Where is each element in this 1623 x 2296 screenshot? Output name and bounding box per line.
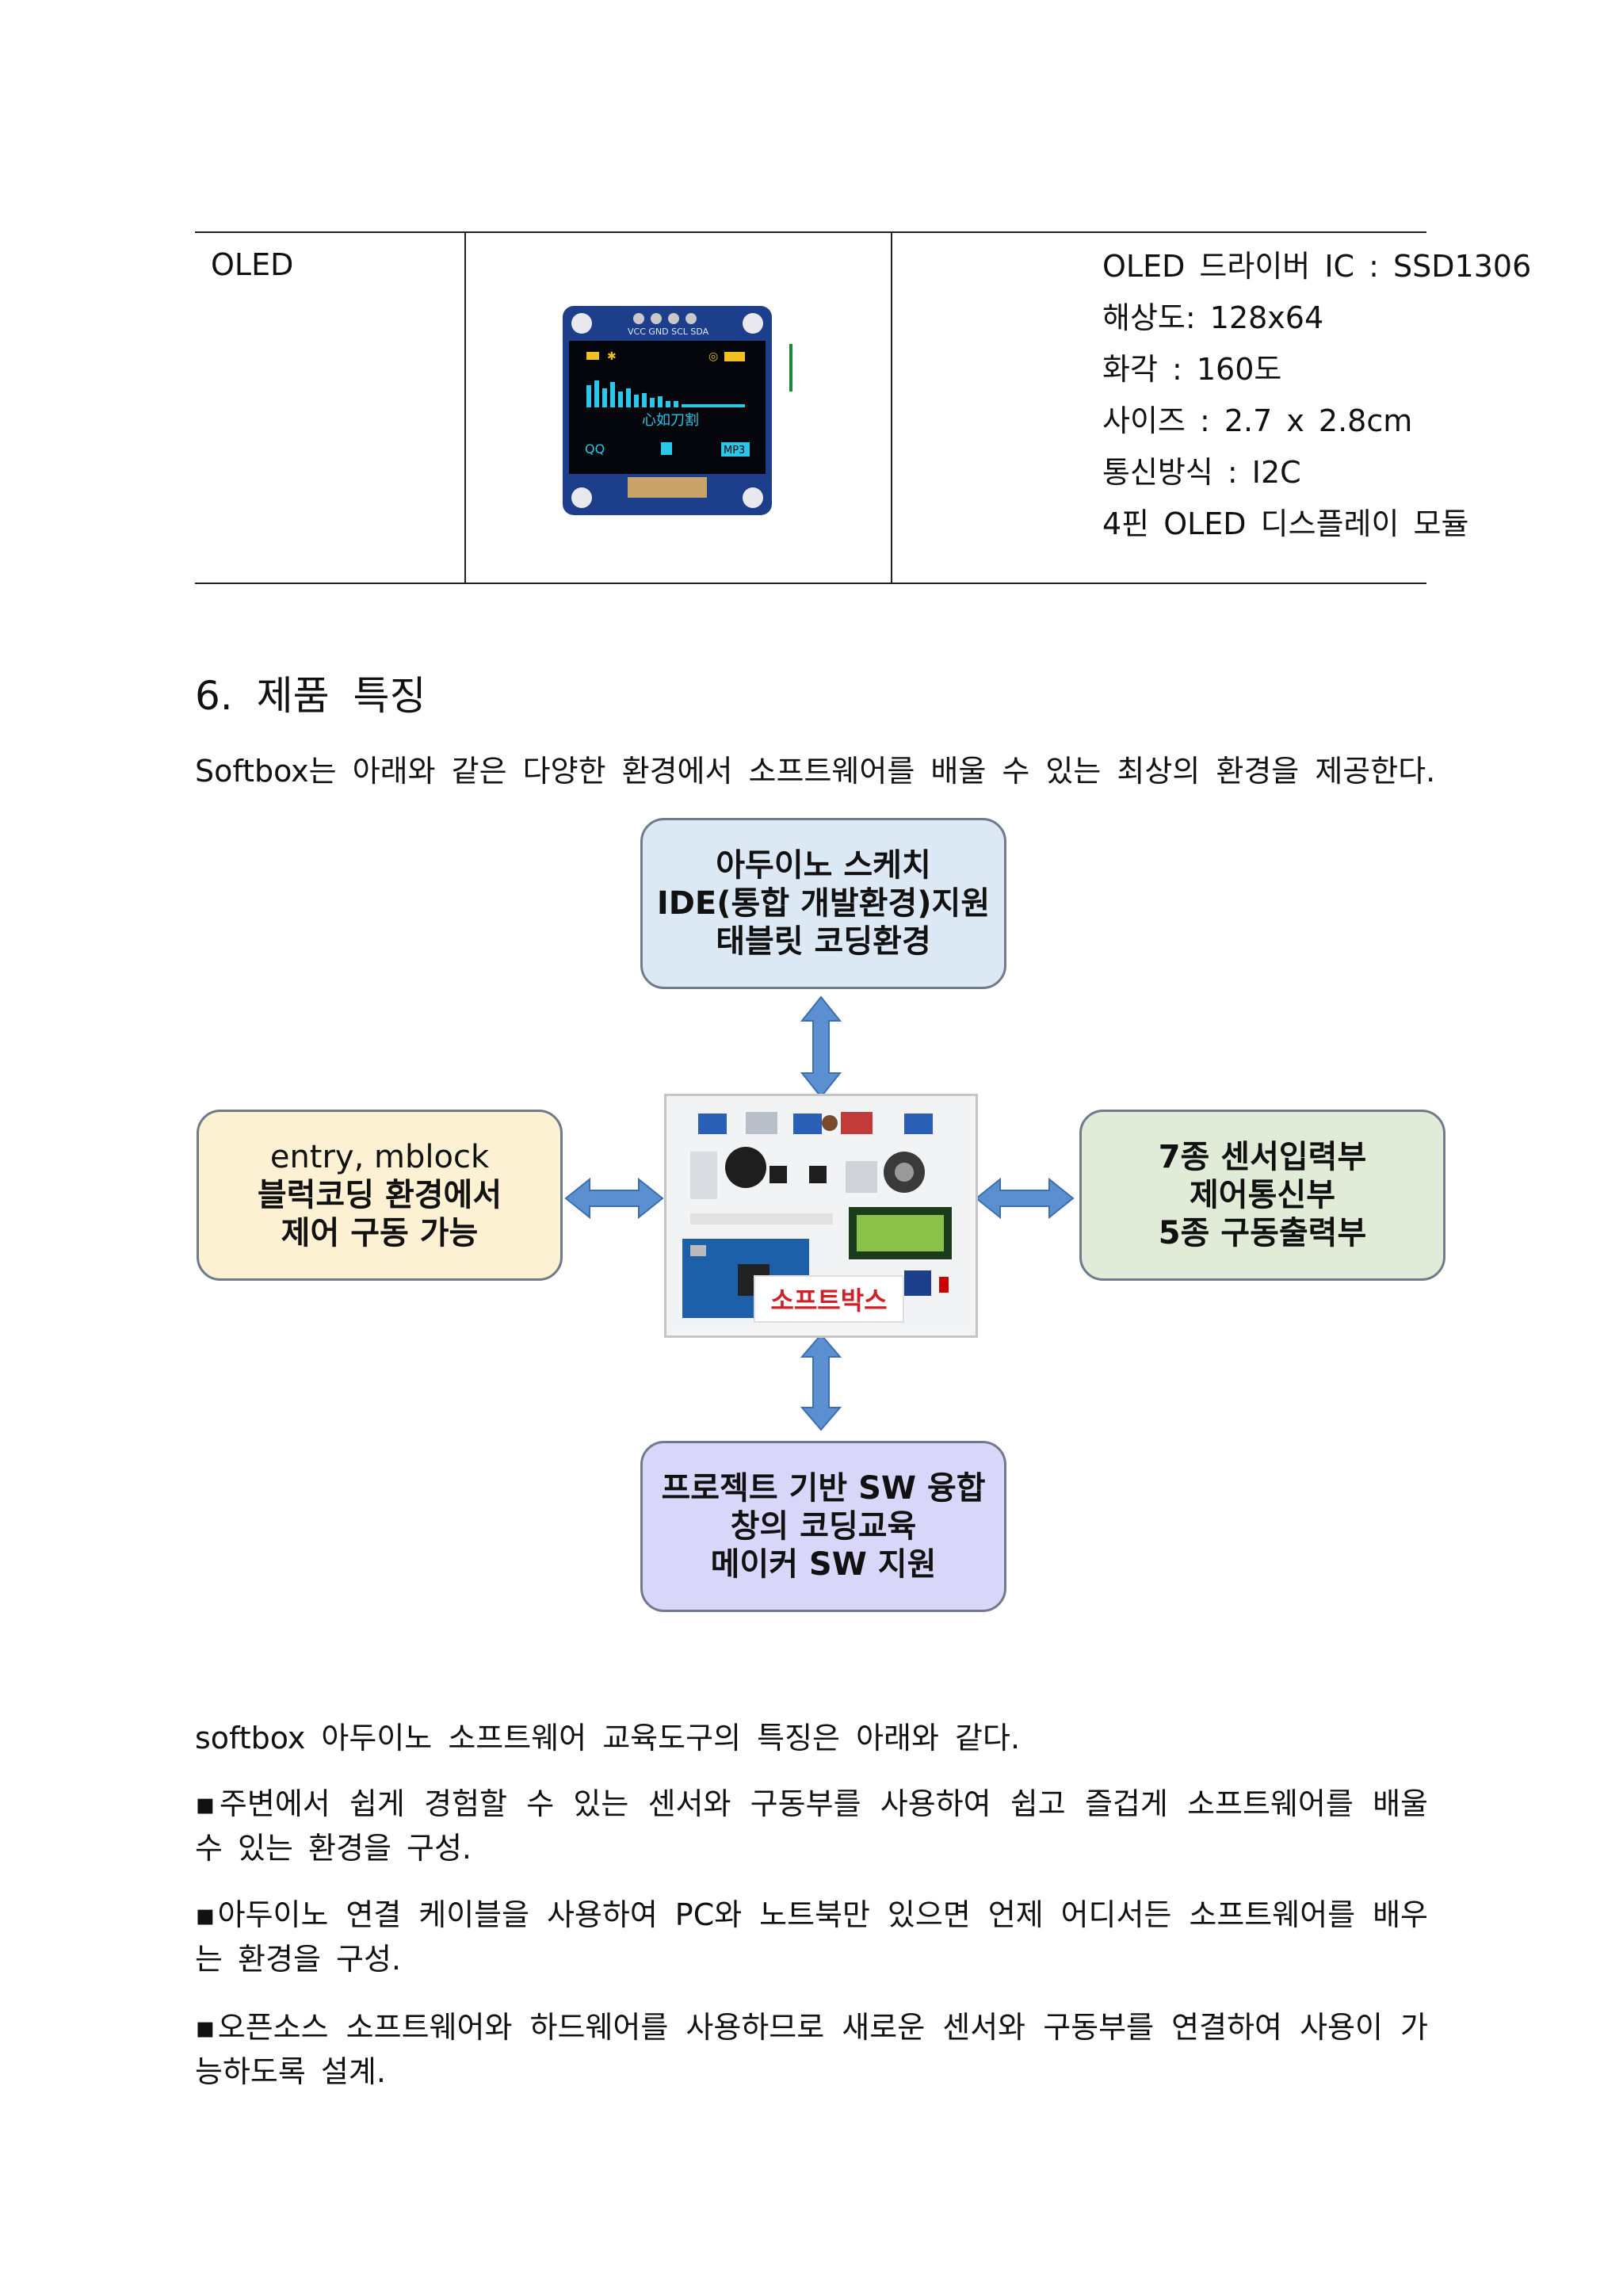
spec-driver-ic: OLED 드라이버 IC : SSD1306	[1102, 249, 1532, 284]
spec-list: OLED 드라이버 IC : SSD1306 해상도: 128x64 화각 : …	[1102, 247, 1531, 556]
oled-module-image: VCC GND SCL SDA ✱ ◎ 心如刀割 QQ MP3	[563, 306, 792, 515]
box-line: 태블릿 코딩환경	[716, 923, 931, 960]
section-heading: 6. 제품 특징	[195, 673, 426, 719]
table-divider	[464, 233, 466, 583]
spec-table: OLED VCC GND SCL SDA ✱ ◎	[195, 231, 1531, 584]
board-label: 소프트박스	[770, 1286, 888, 1316]
spec-resolution: 해상도: 128x64	[1102, 300, 1324, 335]
feature-bullet-3: ▪오픈소스 소프트웨어와 하드웨어를 사용하므로 새로운 센서와 구동부를 연결…	[195, 2005, 1428, 2094]
pin-labels: VCC GND SCL SDA	[628, 327, 709, 337]
softbox-board-image: 소프트박스	[664, 1094, 978, 1338]
arrow-up-down-top	[800, 995, 842, 1098]
spec-view-angle: 화각 : 160도	[1102, 352, 1282, 387]
screen-song-title: 心如刀割	[642, 412, 699, 429]
spec-module-type: 4핀 OLED 디스플레이 모듈	[1102, 506, 1469, 541]
section-intro: Softbox는 아래와 같은 다양한 환경에서 소프트웨어를 배울 수 있는 …	[195, 754, 1436, 789]
diagram-box-project-education: 프로젝트 기반 SW 융합 창의 코딩교육 메이커 SW 지원	[640, 1441, 1006, 1612]
box-line: 제어 구동 가능	[281, 1215, 479, 1251]
bullet-line: 능하도록 설계.	[195, 2054, 386, 2089]
arrow-left-right-right	[975, 1177, 1075, 1220]
box-line: 메이커 SW 지원	[710, 1546, 937, 1583]
spec-interface: 통신방식 : I2C	[1102, 455, 1301, 490]
features-intro: softbox 아두이노 소프트웨어 교육도구의 특징은 아래와 같다.	[195, 1721, 1021, 1755]
diagram-box-arduino-ide: 아두이노 스케치 IDE(통합 개발환경)지원 태블릿 코딩환경	[640, 818, 1006, 989]
box-line: 블럭코딩 환경에서	[257, 1177, 502, 1213]
table-divider	[891, 233, 892, 583]
component-name: OLED	[211, 247, 294, 282]
bullet-line: ▪오픈소스 소프트웨어와 하드웨어를 사용하므로 새로운 센서와 구동부를 연결…	[195, 2010, 1428, 2045]
box-line: 7종 센서입력부	[1158, 1139, 1367, 1175]
feature-bullet-2: ▪아두이노 연결 케이블을 사용하여 PC와 노트북만 있으면 언제 어디서든 …	[195, 1893, 1428, 1981]
board-label-box: 소프트박스	[754, 1275, 904, 1323]
screen-right-label: MP3	[724, 445, 745, 457]
box-line: entry, mblock	[269, 1139, 490, 1175]
box-line: 5종 구동출력부	[1158, 1215, 1367, 1251]
box-line: 제어통신부	[1190, 1177, 1335, 1213]
diagram-box-io-units: 7종 센서입력부 제어통신부 5종 구동출력부	[1079, 1110, 1445, 1281]
box-line: IDE(통합 개발환경)지원	[656, 885, 991, 922]
spec-size: 사이즈 : 2.7 x 2.8cm	[1102, 403, 1413, 438]
svg-text:✱: ✱	[607, 350, 617, 363]
board-illustration	[666, 1096, 971, 1331]
svg-text:◎: ◎	[708, 350, 718, 363]
feature-bullet-1: ▪주변에서 쉽게 경험할 수 있는 센서와 구동부를 사용하여 쉽고 즐겁게 소…	[195, 1782, 1428, 1870]
arrow-left-right-left	[564, 1177, 664, 1220]
bullet-line: ▪주변에서 쉽게 경험할 수 있는 센서와 구동부를 사용하여 쉽고 즐겁게 소…	[195, 1786, 1428, 1821]
box-line: 프로젝트 기반 SW 융합	[661, 1470, 986, 1507]
box-line: 아두이노 스케치	[716, 847, 931, 884]
screen-left-label: QQ	[585, 441, 605, 457]
box-line: 창의 코딩교육	[730, 1508, 917, 1545]
bullet-line: ▪아두이노 연결 케이블을 사용하여 PC와 노트북만 있으면 언제 어디서든 …	[195, 1897, 1428, 1932]
bullet-line: 는 환경을 구성.	[195, 1942, 401, 1977]
diagram-box-block-coding: entry, mblock 블럭코딩 환경에서 제어 구동 가능	[197, 1110, 563, 1281]
bullet-line: 수 있는 환경을 구성.	[195, 1831, 472, 1866]
arrow-up-down-bottom	[800, 1333, 842, 1431]
